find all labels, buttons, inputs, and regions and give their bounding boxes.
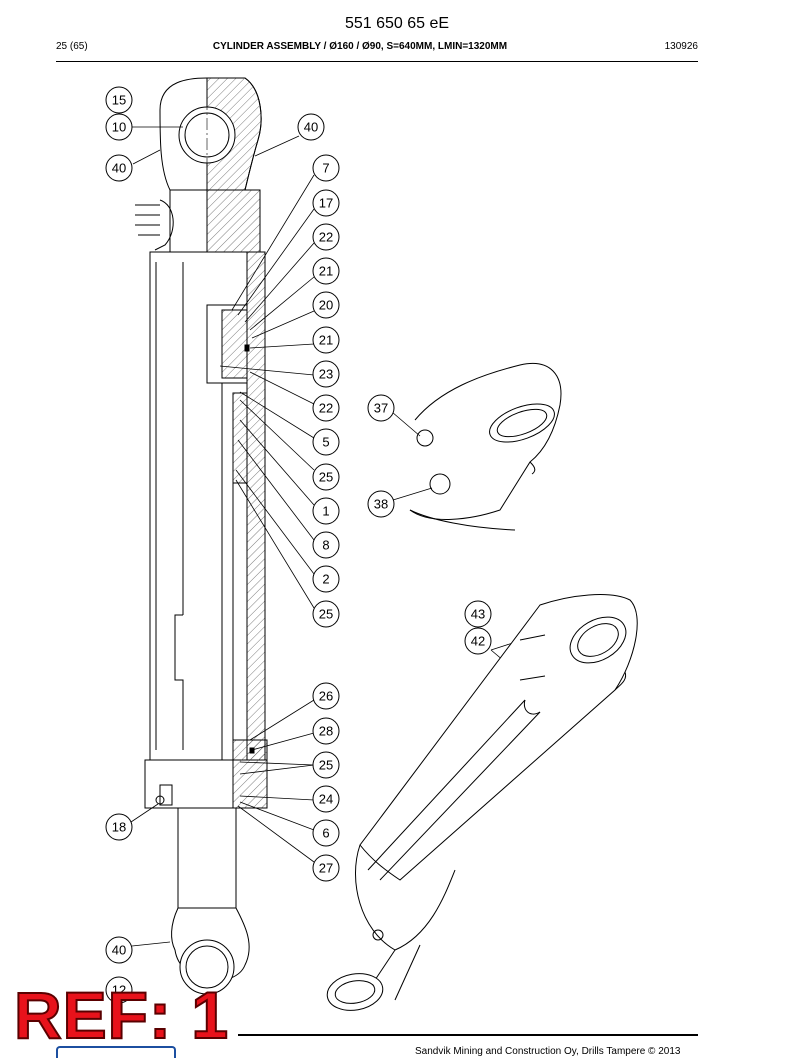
callout-22-upper: 22 [312,223,340,251]
svg-text:38: 38 [374,497,388,512]
svg-text:27: 27 [319,861,333,876]
svg-text:10: 10 [112,120,126,135]
svg-text:42: 42 [471,634,485,649]
svg-text:17: 17 [319,196,333,211]
callout-1: 1 [312,497,340,525]
callout-20: 20 [312,291,340,319]
svg-text:22: 22 [319,230,333,245]
svg-text:21: 21 [319,264,333,279]
svg-text:22: 22 [319,401,333,416]
callout-21-upper: 21 [312,257,340,285]
svg-text:28: 28 [319,724,333,739]
callout-15: 15 [105,86,133,114]
svg-text:25: 25 [319,758,333,773]
svg-text:8: 8 [322,538,329,553]
callout-22-lower: 22 [312,394,340,422]
callout-10: 10 [105,113,133,141]
callout-12: 12 [105,976,133,1004]
callout-6: 6 [312,819,340,847]
svg-text:12: 12 [112,983,126,998]
page-number: 25 (65) [56,41,88,52]
detail-view-eye [409,363,562,531]
callout-8: 8 [312,531,340,559]
callout-40-top-left: 40 [105,154,133,182]
svg-text:6: 6 [322,826,329,841]
callout-17: 17 [312,189,340,217]
svg-text:26: 26 [319,689,333,704]
callout-25-lower: 25 [312,751,340,779]
callout-26: 26 [312,682,340,710]
svg-text:40: 40 [304,120,318,135]
svg-text:40: 40 [112,943,126,958]
svg-text:21: 21 [319,333,333,348]
svg-text:24: 24 [319,792,333,807]
svg-text:43: 43 [471,607,485,622]
svg-text:25: 25 [319,470,333,485]
document-number: 551 650 65 eE [344,15,450,32]
callout-5: 5 [312,428,340,456]
revision-date: 130926 [664,41,698,52]
drawing-title: CYLINDER ASSEMBLY / Ø160 / Ø90, S=640MM,… [212,41,508,52]
company-logo [56,1046,176,1058]
callout-42: 42 [464,627,492,655]
footer-rule [238,1034,698,1036]
leader-lines [130,126,315,947]
callout-21-lower: 21 [312,326,340,354]
callout-7: 7 [312,154,340,182]
svg-text:7: 7 [322,161,329,176]
svg-text:5: 5 [322,435,329,450]
callout-43: 43 [464,600,492,628]
callout-28: 28 [312,717,340,745]
detail-leaders [391,411,525,679]
header-rule [56,61,698,62]
section-view [135,77,268,1020]
ref-stamp: REF: 1 [13,978,230,1052]
svg-text:25: 25 [319,607,333,622]
svg-text:15: 15 [112,93,126,108]
svg-text:1: 1 [322,504,329,519]
svg-text:2: 2 [322,572,329,587]
svg-text:23: 23 [319,367,333,382]
callout-18: 18 [105,813,133,841]
callout-37: 37 [367,394,395,422]
svg-text:40: 40 [112,161,126,176]
svg-text:20: 20 [319,298,333,313]
callout-23: 23 [312,360,340,388]
callout-40-bottom: 40 [105,936,133,964]
callout-38: 38 [367,490,395,518]
callout-24: 24 [312,785,340,813]
callout-40-top-right: 40 [297,113,325,141]
svg-text:18: 18 [112,820,126,835]
callout-27: 27 [312,854,340,882]
callout-25-upper: 25 [312,463,340,491]
callout-2: 2 [312,565,340,593]
svg-text:37: 37 [374,401,388,416]
isometric-view [326,594,638,1011]
footer-copyright: Sandvik Mining and Construction Oy, Dril… [415,1046,681,1057]
callout-25-middle: 25 [312,600,340,628]
